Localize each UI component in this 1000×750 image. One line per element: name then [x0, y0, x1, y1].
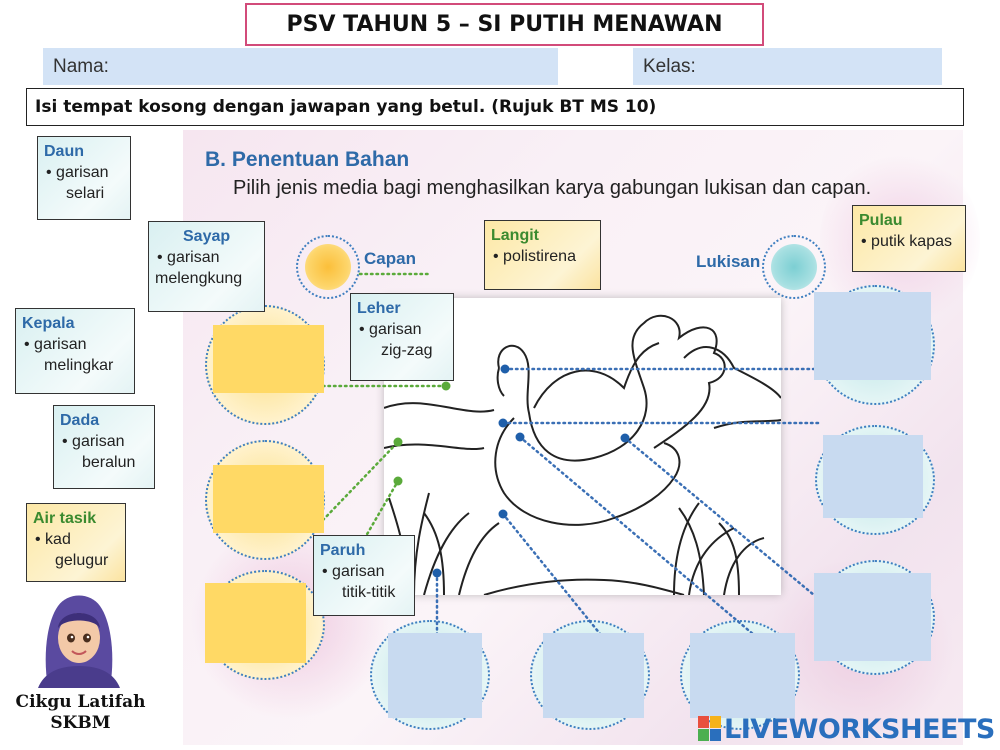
card-langit[interactable]: Langit • polistirena [484, 220, 601, 290]
capan-legend-ring [296, 235, 360, 299]
card-line: beralun [82, 454, 136, 471]
card-line: selari [66, 185, 105, 202]
lukisan-legend-dot [771, 244, 817, 290]
card-line: • putik kapas [861, 233, 952, 250]
section-title: B. Penentuan Bahan [205, 148, 410, 171]
card-line: gelugur [55, 552, 109, 569]
capan-legend-dot [305, 244, 351, 290]
card-line: • garisan [24, 336, 87, 353]
answer-box-capan-2[interactable] [213, 465, 324, 533]
card-kepala[interactable]: Kepala • garisan melingkar [15, 308, 135, 394]
answer-box-capan-3[interactable] [205, 583, 306, 663]
answer-box-capan-1[interactable] [213, 325, 324, 393]
card-title: Kepala [22, 315, 75, 332]
card-sayap[interactable]: Sayap • garisan melengkung [148, 221, 265, 312]
card-line: melengkung [155, 270, 243, 287]
answer-box-lukisan-2[interactable] [823, 435, 923, 518]
card-line: • kad [35, 531, 71, 548]
answer-box-lukisan-6[interactable] [690, 633, 795, 718]
answer-box-lukisan-3[interactable] [814, 573, 931, 661]
lukisan-legend-ring [762, 235, 826, 299]
answer-box-lukisan-5[interactable] [543, 633, 644, 718]
answer-box-lukisan-4[interactable] [388, 633, 482, 718]
card-line: • garisan [359, 321, 422, 338]
card-title: Pulau [859, 212, 903, 229]
card-daun[interactable]: Daun • garisan selari [37, 136, 131, 220]
card-title: Leher [357, 300, 401, 317]
liveworksheets-brand: LIVEWORKSHEETS [698, 712, 995, 746]
card-paruh[interactable]: Paruh • garisan titik-titik [313, 535, 415, 616]
card-title: Sayap [183, 228, 231, 245]
card-line: • garisan [157, 249, 220, 266]
card-line: • polistirena [493, 248, 576, 265]
card-title: Air tasik [33, 510, 97, 527]
capan-label: Capan [364, 249, 416, 268]
name-label: Nama: [53, 55, 109, 77]
card-line: titik-titik [342, 584, 396, 601]
card-air-tasik[interactable]: Air tasik • kad gelugur [26, 503, 126, 582]
name-field[interactable]: Nama: [43, 48, 558, 85]
lukisan-label: Lukisan [696, 252, 761, 271]
card-title: Paruh [320, 542, 366, 559]
teacher-name: Cikgu Latifah [15, 692, 146, 712]
card-title: Daun [44, 143, 84, 160]
liveworksheets-logo-icon [698, 716, 722, 742]
card-line: • garisan [322, 563, 385, 580]
class-field[interactable]: Kelas: [633, 48, 942, 85]
teacher-avatar [38, 588, 120, 688]
card-title: Dada [60, 412, 100, 429]
card-leher[interactable]: Leher • garisan zig-zag [350, 293, 454, 381]
worksheet-title: PSV TAHUN 5 – SI PUTIH MENAWAN [245, 3, 764, 46]
card-dada[interactable]: Dada • garisan beralun [53, 405, 155, 489]
section-subtitle: Pilih jenis media bagi menghasilkan kary… [233, 177, 872, 199]
class-label: Kelas: [643, 55, 696, 77]
card-line: • garisan [62, 433, 125, 450]
teacher-school: SKBM [50, 713, 111, 733]
swan-drawing [383, 314, 782, 596]
instruction-text: Isi tempat kosong dengan jawapan yang be… [26, 88, 964, 126]
teacher-credit: Cikgu Latifah SKBM [8, 692, 153, 734]
card-line: melingkar [44, 357, 114, 374]
brand-text: LIVEWORKSHEETS [724, 713, 995, 745]
card-line: zig-zag [381, 342, 433, 359]
answer-box-lukisan-1[interactable] [814, 292, 931, 380]
card-pulau[interactable]: Pulau • putik kapas [852, 205, 966, 272]
card-title: Langit [491, 227, 539, 244]
card-line: • garisan [46, 164, 109, 181]
